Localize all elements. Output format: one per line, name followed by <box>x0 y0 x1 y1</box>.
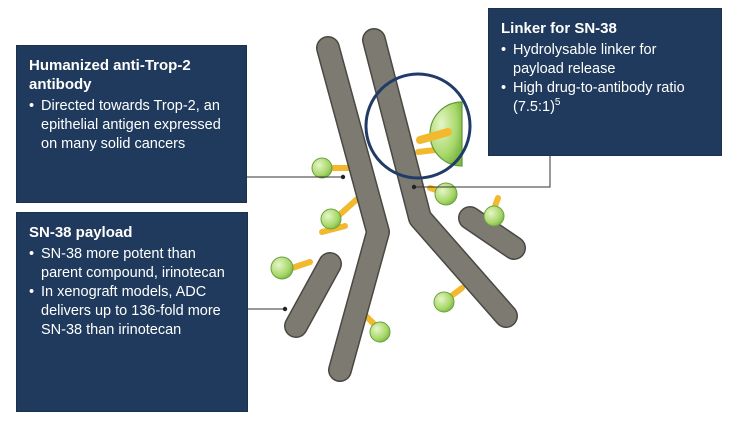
linker-leader-line-dot <box>411 184 417 190</box>
payload-sphere <box>270 256 294 280</box>
payload-sphere <box>311 157 333 179</box>
linker-callout-title: Linker for SN-38 <box>501 20 617 37</box>
linker-callout-list: Hydrolysable linker for payload release … <box>501 41 709 117</box>
payload-sphere <box>433 291 455 313</box>
antibody-light-chain-right <box>459 207 525 259</box>
antibody-leader-line-dot <box>340 174 346 180</box>
payload-molecules <box>270 157 505 343</box>
payload-sphere <box>434 182 458 206</box>
ratio-text: High drug-to-antibody ratio (7.5:1) <box>513 80 685 115</box>
payload-leader-line-dot <box>282 306 288 312</box>
highlight-circle <box>364 72 472 180</box>
antibody-light-chain-left <box>285 253 341 337</box>
highlight-linker <box>416 128 452 144</box>
antibody-callout-title: Humanized anti-Trop-2 antibody <box>29 57 191 93</box>
payload-callout-list: SN-38 more potent than parent compound, … <box>29 245 235 340</box>
linker-highlight <box>364 72 472 180</box>
payload-callout-bullet: SN-38 more potent than parent compound, … <box>29 245 235 283</box>
linker-callout-bullet-ratio: High drug-to-antibody ratio (7.5:1)5 <box>501 79 709 117</box>
payload-sphere <box>483 205 505 227</box>
antibody-heavy-chain-right <box>363 29 517 327</box>
antibody-callout-list: Directed towards Trop-2, an epithelial a… <box>29 97 234 154</box>
payload-sphere <box>320 208 342 230</box>
linker-leader-line <box>414 155 551 188</box>
payload-callout-title: SN-38 payload <box>29 224 133 241</box>
antibody-callout: Humanized anti-Trop-2 antibody Directed … <box>17 46 246 202</box>
payload-callout: SN-38 payload SN-38 more potent than par… <box>17 213 247 411</box>
antibody-callout-bullet: Directed towards Trop-2, an epithelial a… <box>29 97 234 154</box>
antibody <box>284 28 526 382</box>
leader-lines <box>246 155 551 312</box>
payload-sphere <box>369 321 391 343</box>
linker-callout: Linker for SN-38 Hydrolysable linker for… <box>489 9 721 155</box>
ratio-reference: 5 <box>554 97 561 109</box>
payload-callout-bullet: In xenograft models, ADC delivers up to … <box>29 283 235 340</box>
antibody-heavy-chain-left <box>317 37 389 381</box>
linker-callout-bullet: Hydrolysable linker for payload release <box>501 41 709 79</box>
